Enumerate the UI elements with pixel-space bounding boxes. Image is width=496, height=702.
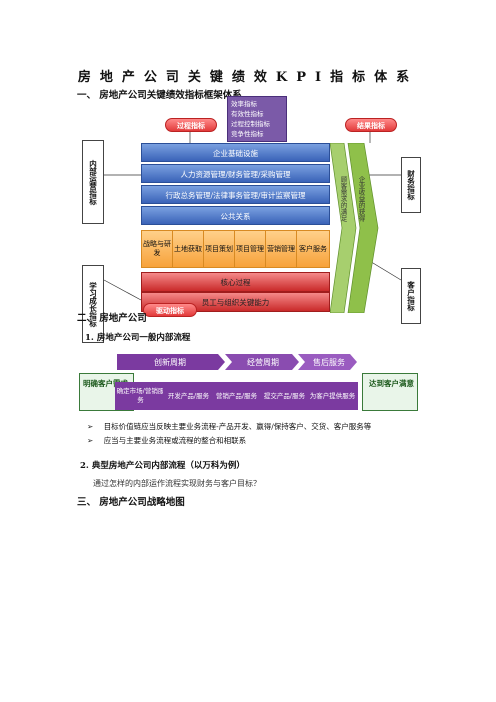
green-arrows [330,143,379,313]
process-indicator-label: 过程指标 [165,118,217,132]
band-enterprise-infrastructure: 企业基础设施 [141,143,330,162]
process-step-4: 提交产品/服务 [259,382,310,410]
process-step-5: 为客户提供服务 [307,382,358,410]
end-box-customer-satisfaction: 达到客户满意 [362,373,418,411]
note-line: 有效性指标 [231,110,264,118]
phase-operation: 经营周期 [247,358,279,367]
process-step-2: 开发产品/服务 [163,382,214,410]
process-step-3: 营销产品/服务 [211,382,262,410]
indicator-types-note: 效率指标 有效性指标 过程控制指标 竞争性指标 [227,96,287,142]
arrow-bullet-icon: ➢ [87,422,94,431]
enterprise-income-arrow-label: 企业收益的获得 [357,176,365,222]
document-title: 房地产公司关键绩效KPI指标体系 [77,70,419,85]
list-item: ➢ 目标价值链应当反映主要业务流程-产品开发、赢得/保持客户、交货、客户服务等 [87,422,372,431]
result-indicator-label: 结果指标 [345,118,397,132]
band-hr-finance-procurement: 人力资源管理/财务管理/采购管理 [141,164,330,183]
phase-after-sales: 售后服务 [313,358,345,367]
band-admin-legal-audit: 行政总务管理/法律事务管理/审计监察管理 [141,185,330,204]
process-step-1: 确定市场/营销服务 [115,382,166,410]
arrow-bullet-icon: ➢ [87,436,94,445]
note-line: 竞争性指标 [231,130,264,138]
subsection-2-text: 通过怎样的内部运作流程实现财务与客户目标？ [93,479,261,488]
subsection-1-heading: 1. 房地产公司一般内部流程 [85,333,191,343]
list-item: ➢ 应当与主要业务流程或流程的整合和相联系 [87,436,247,445]
activity-customer-service: 客户服务 [296,230,330,268]
activity-strategy-rd: 战略与研发 [141,230,173,268]
activity-marketing-management: 营销管理 [265,230,297,268]
driver-indicator-label: 驱动指标 [143,303,197,317]
section-2-heading: 二、 房地产公司 [77,313,147,324]
note-line: 过程控制指标 [231,120,270,128]
customer-needs-arrow-label: 顾客需求的满足 [339,176,347,222]
band-public-relations: 公共关系 [141,206,330,225]
learning-growth-indicator-box: 学习成长指标 [82,265,104,343]
phase-innovation: 创新周期 [154,358,186,367]
note-line: 效率指标 [231,100,257,108]
subsection-2-heading: 2. 典型房地产公司内部流程（以万科为例） [80,461,245,471]
band-core-process: 核心过程 [141,272,330,292]
section-3-heading: 三、 房地产公司战略地图 [77,497,185,508]
financial-indicator-box: 财务指标 [401,157,421,213]
internal-operation-indicator-box: 内部运营指标 [82,140,104,224]
section-1-heading: 一、 房地产公司关键绩效指标框架体系 [77,90,242,101]
customer-indicator-box: 客户指标 [401,268,421,324]
activity-land-acquisition: 土地获取 [172,230,204,268]
